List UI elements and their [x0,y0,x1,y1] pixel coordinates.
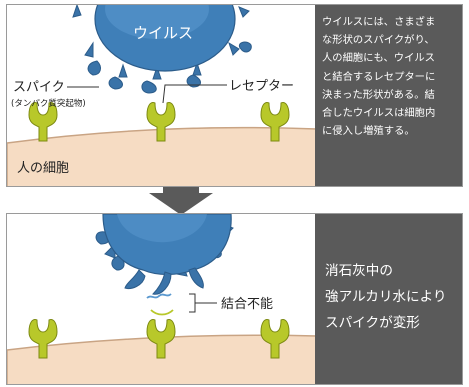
receptor-right [260,102,290,142]
receptor-left [28,102,58,142]
virus-label: ウイルス [133,24,193,42]
spike-label: スパイク [13,80,65,95]
top-description-line: に侵入し増殖する。 [322,125,415,138]
receptor-leader-line [162,84,227,104]
top-description-line: 合したウイルスは細胞内 [322,107,436,120]
receptor-center [146,319,176,359]
deformed-spike-mark [146,293,172,299]
bottom-description-line: 強アルカリ水により [325,289,447,305]
spike-sublabel: (タンパク質突起物) [11,98,86,109]
top-scene: ウイルス スパイク (タンパク質突起物) レセプター 人の細胞 [7,5,317,186]
top-description-line: 人の細胞にも、ウイルス [322,52,435,65]
receptor-mismatch-mark [150,309,174,316]
deformed-virus [95,214,234,295]
binding-fail-label: 結合不能 [221,297,273,312]
top-description-box: ウイルスには、さまざま な形状のスパイクがり、 人の細胞にも、ウイルス と結合す… [315,5,462,186]
receptor-right [260,319,290,359]
binding-bracket [189,293,196,313]
bottom-panel: 結合不能 消石灰中の 強アルカリ水により スパイクが変形 [6,213,463,385]
bottom-description-line: スパイクが変形 [325,315,420,331]
top-description-line: ウイルスには、さまざま [322,16,436,28]
receptor-label: レセプター [229,79,294,94]
cell-label: 人の細胞 [17,161,69,176]
top-description-line: 決まった形状がある。結 [322,88,435,101]
down-arrow-icon [149,187,213,215]
top-panel: ウイルス スパイク (タンパク質突起物) レセプター 人の細胞 ウイルスには、さ… [6,4,463,187]
top-description-line: と結合するレセプターに [322,70,436,83]
bottom-scene: 結合不能 [7,214,317,384]
bottom-description-line: 消石灰中の [325,263,393,279]
bottom-description-box: 消石灰中の 強アルカリ水により スパイクが変形 [315,214,462,384]
receptor-left [28,319,58,359]
virus [72,5,252,94]
receptor-center [146,102,176,142]
top-description-line: な形状のスパイクがり、 [322,34,435,47]
